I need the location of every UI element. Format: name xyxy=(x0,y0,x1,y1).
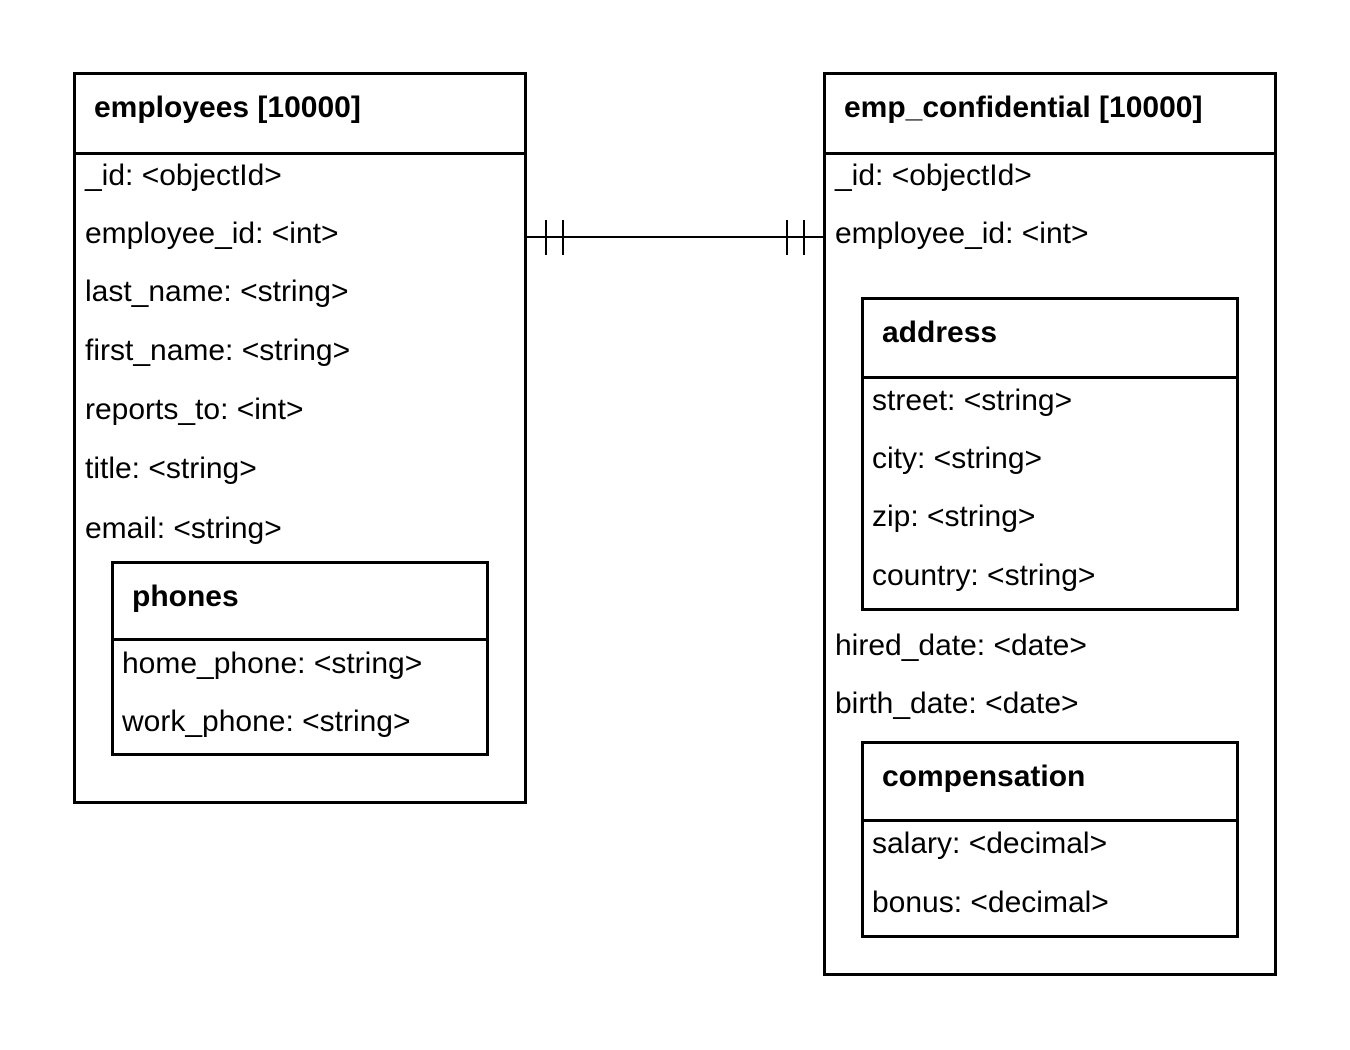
employees-field-employee-id: employee_id: <int> xyxy=(85,217,339,250)
phones-header: phones xyxy=(114,564,486,641)
employees-field-first-name: first_name: <string> xyxy=(85,334,351,367)
address-header: address xyxy=(864,300,1236,379)
employees-field-title: title: <string> xyxy=(85,452,257,485)
emp-confidential-field-employee-id: employee_id: <int> xyxy=(835,217,1089,250)
employees-field-reports-to: reports_to: <int> xyxy=(85,393,304,426)
emp-confidential-field-birth-date: birth_date: <date> xyxy=(835,687,1079,720)
compensation-title: compensation xyxy=(882,760,1086,793)
employees-field-last-name: last_name: <string> xyxy=(85,275,349,308)
phones-field-home-phone: home_phone: <string> xyxy=(122,647,423,680)
compensation-subdocument: compensation salary: <decimal> bonus: <d… xyxy=(861,741,1239,938)
emp-confidential-field-id: _id: <objectId> xyxy=(835,159,1032,192)
address-field-country: country: <string> xyxy=(872,559,1096,592)
emp-confidential-title: emp_confidential [10000] xyxy=(844,91,1203,124)
address-field-city: city: <string> xyxy=(872,442,1043,475)
compensation-header: compensation xyxy=(864,744,1236,822)
address-subdocument: address street: <string> city: <string> … xyxy=(861,297,1239,611)
phones-subdocument: phones home_phone: <string> work_phone: … xyxy=(111,561,489,756)
employees-field-email: email: <string> xyxy=(85,512,282,545)
address-field-street: street: <string> xyxy=(872,384,1073,417)
phones-title: phones xyxy=(132,580,239,613)
address-title: address xyxy=(882,316,998,349)
emp-confidential-field-hired-date: hired_date: <date> xyxy=(835,629,1087,662)
address-field-zip: zip: <string> xyxy=(872,500,1036,533)
employees-field-id: _id: <objectId> xyxy=(85,159,282,192)
emp-confidential-header: emp_confidential [10000] xyxy=(826,75,1274,155)
phones-field-work-phone: work_phone: <string> xyxy=(122,705,411,738)
compensation-field-bonus: bonus: <decimal> xyxy=(872,886,1109,919)
employees-title: employees [10000] xyxy=(94,91,361,124)
employees-header: employees [10000] xyxy=(76,75,524,155)
compensation-field-salary: salary: <decimal> xyxy=(872,827,1108,860)
